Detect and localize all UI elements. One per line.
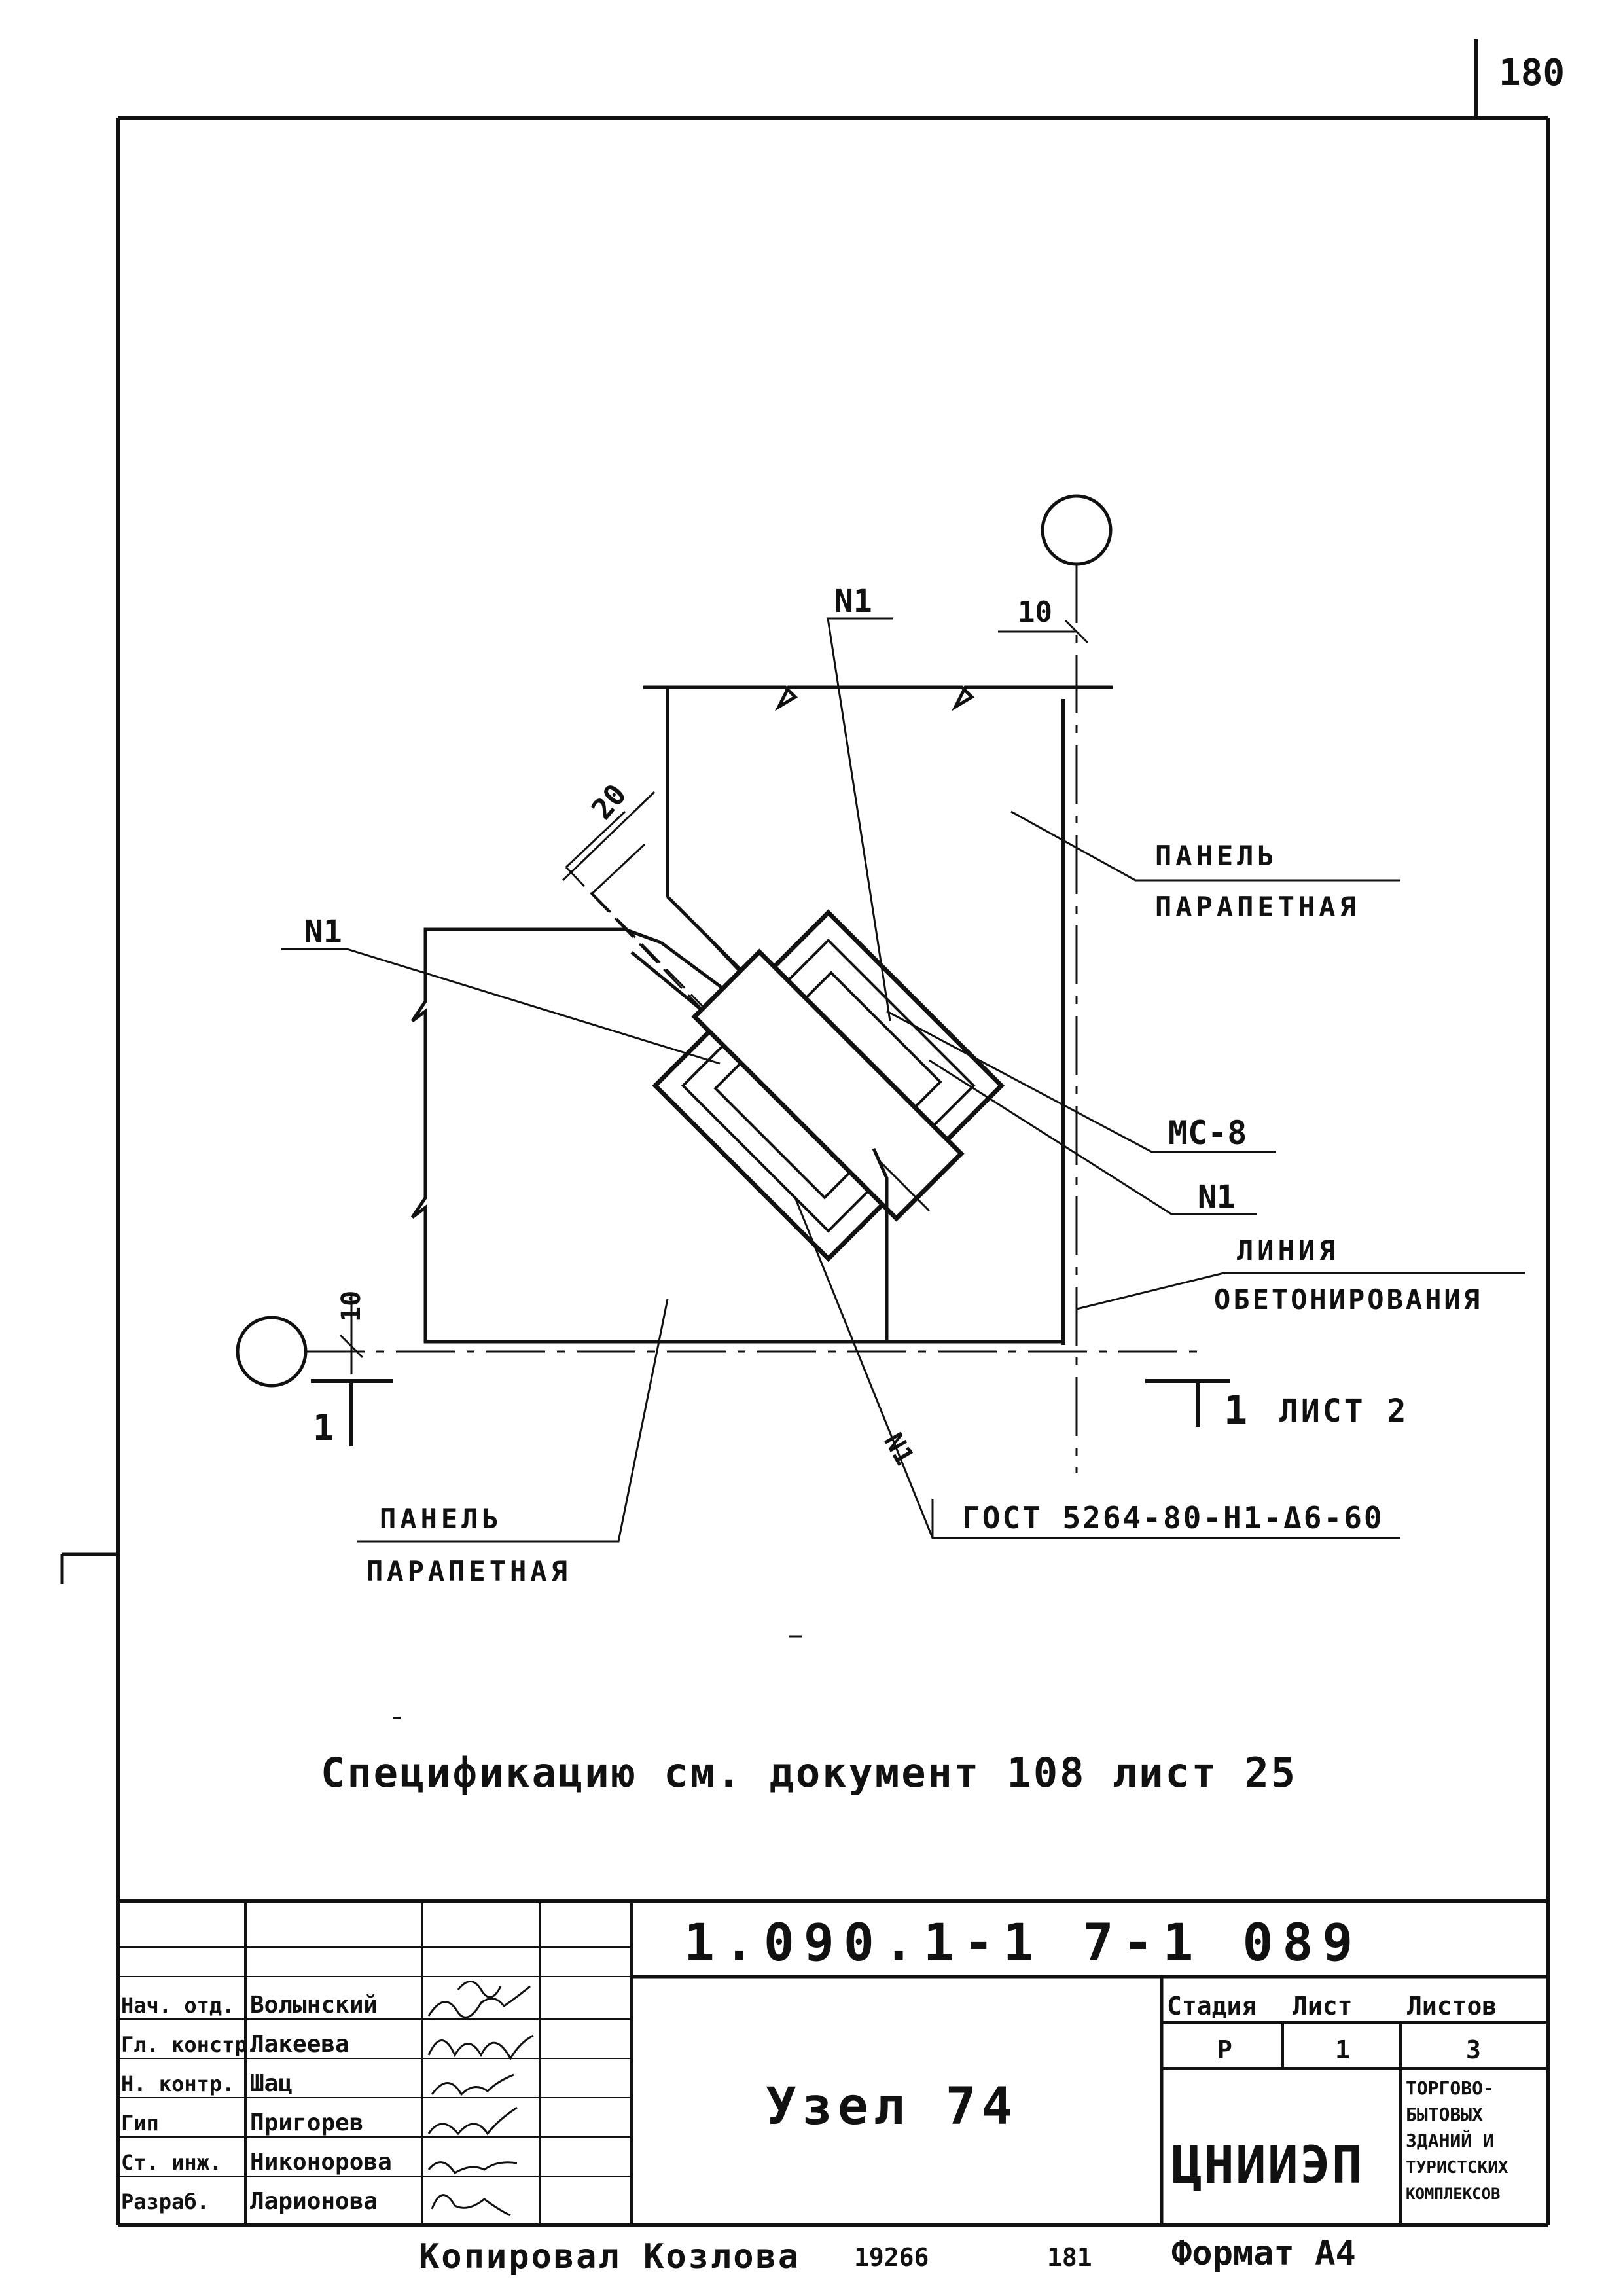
role-4: Ст. инж.	[121, 2150, 222, 2175]
axis-marker-top	[1041, 494, 1113, 566]
panel-lower-outline	[410, 927, 1063, 1344]
org-desc-0: ТОРГОВО-	[1406, 2077, 1494, 2099]
name-3: Пригорев	[250, 2109, 363, 2136]
name-1: Лакеева	[250, 2031, 349, 2058]
sheets-total: 3	[1466, 2036, 1481, 2064]
page-number: 180	[1499, 52, 1565, 94]
node-drawing: 20 10 10 1 1 ЛИСТ 2 N	[236, 494, 1525, 1719]
axis-marker-left	[236, 1316, 308, 1388]
sheet-header: Лист	[1293, 1992, 1353, 2020]
signatures	[427, 1981, 534, 2217]
label-n1-right: N1	[1198, 1179, 1236, 1215]
label-n1-left: N1	[304, 914, 342, 950]
section-sheet-ref: ЛИСТ 2	[1279, 1393, 1408, 1429]
role-0: Нач. отд.	[121, 1993, 234, 2018]
copy-number: 181	[1047, 2243, 1092, 2272]
specification-note: Спецификацию см. документ 108 лист 25	[321, 1749, 1297, 1797]
channel-mc8	[691, 948, 965, 1222]
name-4: Никонорова	[250, 2149, 392, 2176]
footer: Копировал Козлова 19266 181 Формат А4	[419, 2234, 1356, 2276]
title-block: Нач. отд. Гл. констр. Н. контр. Гип Ст. …	[118, 1899, 1548, 2225]
drawing-frame	[60, 116, 1550, 2227]
drawing-title: Узел 74	[766, 2077, 1018, 2136]
document-code: 1.090.1-1 7-1 089	[684, 1914, 1362, 1973]
copied-by: Копировал Козлова	[419, 2237, 800, 2276]
org-desc-4: КОМПЛЕКСОВ	[1406, 2185, 1501, 2203]
dim-left-offset: 10	[336, 1291, 366, 1322]
role-1: Гл. констр.	[121, 2032, 260, 2057]
stage-header: Стадия	[1167, 1992, 1257, 2020]
paper-format: Формат А4	[1171, 2234, 1356, 2273]
label-concrete-2: ОБЕТОНИРОВАНИЯ	[1214, 1283, 1482, 1316]
section-mark-right: 1	[1224, 1388, 1247, 1433]
sheets-header: Листов	[1407, 1992, 1497, 2020]
dim-top-offset: 10	[1018, 596, 1052, 629]
label-panel-bottom-2: ПАРАПЕТНАЯ	[366, 1555, 571, 1587]
org-desc-1: БЫТОВЫХ	[1406, 2104, 1483, 2125]
order-number: 19266	[854, 2243, 929, 2272]
stage-value: Р	[1217, 2036, 1232, 2064]
org-desc-2: ЗДАНИЙ И	[1406, 2129, 1494, 2151]
section-mark-left: 1	[313, 1407, 334, 1448]
name-5: Ларионова	[250, 2188, 378, 2215]
label-gost: ГОСТ 5264-80-Н1-Δ6-60	[962, 1500, 1384, 1535]
name-2: Шац	[250, 2070, 293, 2097]
panel-upper-outline	[666, 685, 1113, 897]
page-number-block: 180	[1474, 39, 1565, 118]
label-panel-bottom-1: ПАНЕЛЬ	[380, 1503, 503, 1535]
label-concrete-1: ЛИНИЯ	[1237, 1234, 1339, 1266]
name-0: Волынский	[250, 1992, 378, 2018]
role-2: Н. контр.	[121, 2072, 234, 2096]
label-n1-top: N1	[834, 583, 872, 620]
sheet-number: 1	[1335, 2036, 1350, 2064]
org-desc-3: ТУРИСТСКИХ	[1406, 2158, 1508, 2178]
role-3: Гип	[121, 2111, 159, 2136]
label-panel-top-2: ПАРАПЕТНАЯ	[1155, 891, 1360, 923]
label-n1-weld: N1	[878, 1428, 919, 1471]
label-mc8: MC-8	[1168, 1114, 1247, 1152]
role-5: Разраб.	[121, 2189, 209, 2214]
organization-name: ЦНИИЭП	[1171, 2136, 1364, 2195]
label-panel-top-1: ПАНЕЛЬ	[1155, 840, 1278, 872]
